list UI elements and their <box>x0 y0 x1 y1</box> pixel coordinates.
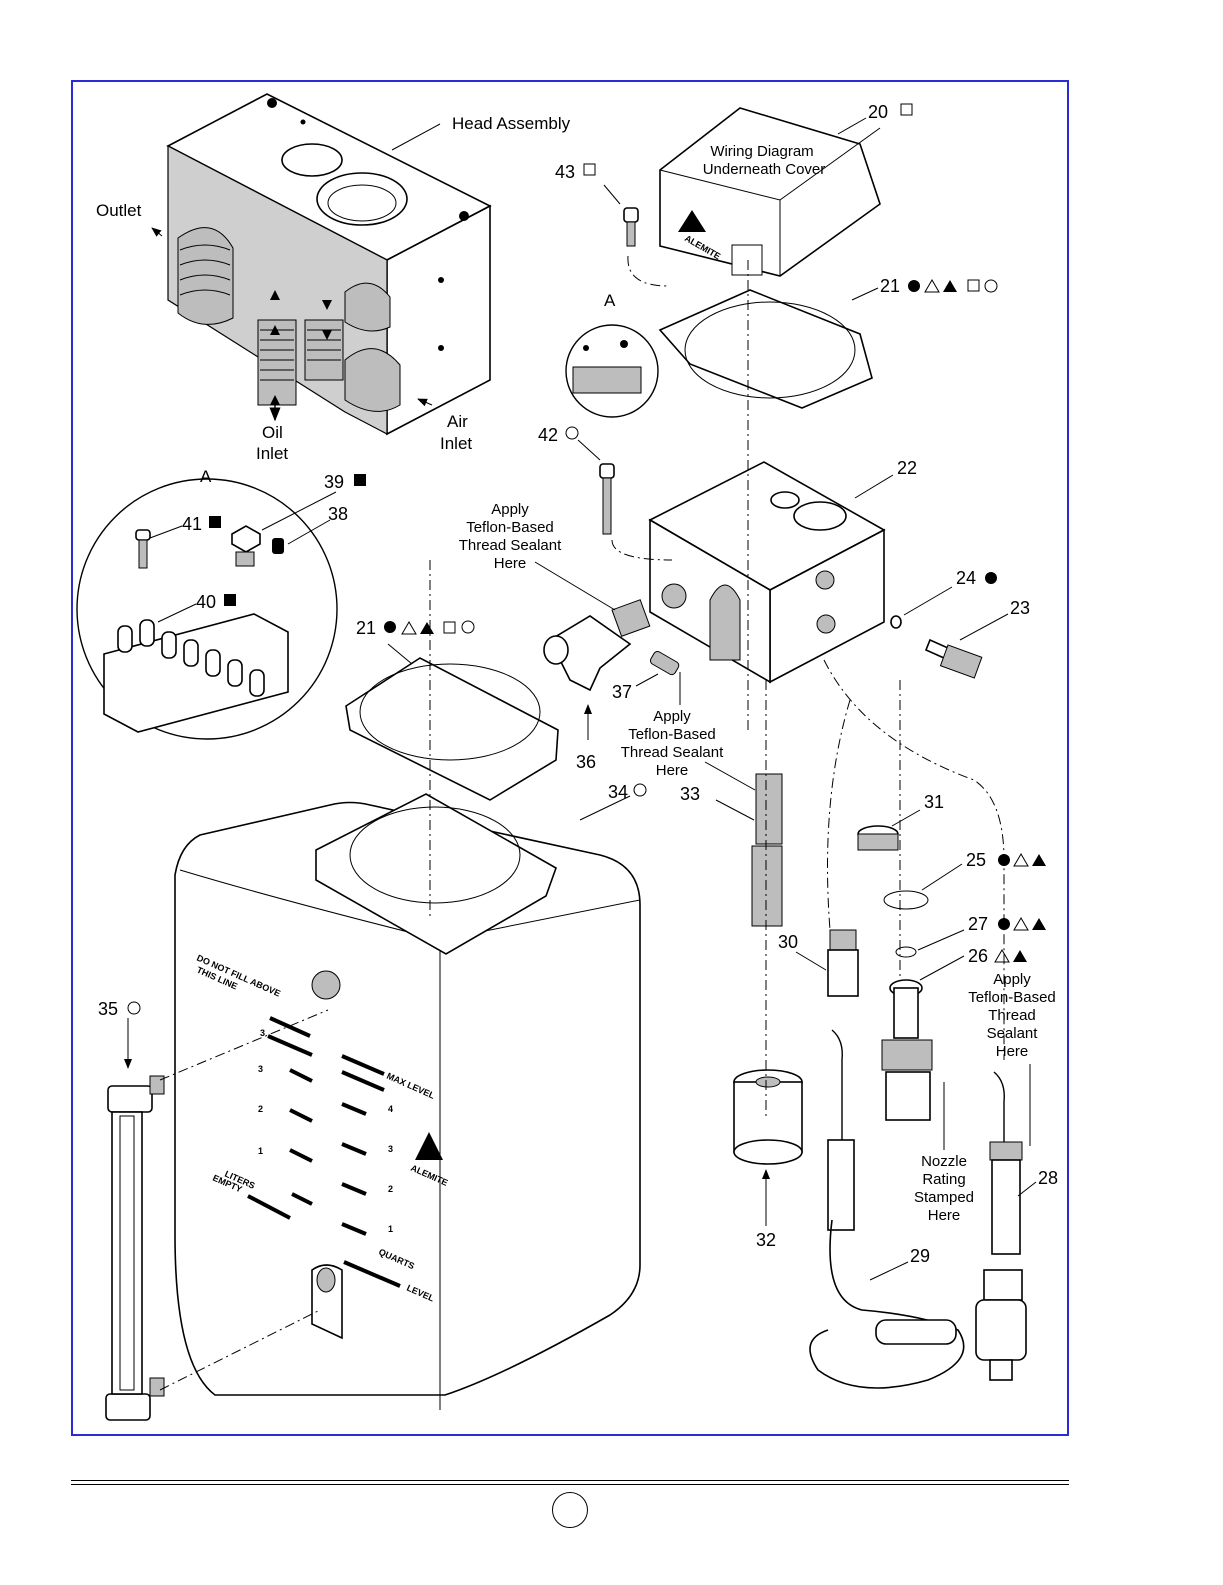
nozzle-l1: Nozzle <box>921 1153 967 1170</box>
apply-2-l2: Teflon-Based <box>628 726 716 743</box>
nozzle-l3: Stamped <box>914 1189 974 1206</box>
part-29: 29 <box>910 1246 930 1266</box>
air-inlet-label-2: Inlet <box>440 434 472 453</box>
plug-part-31 <box>857 825 899 851</box>
gasket-part-21-top <box>658 289 873 409</box>
apply-1-l2: Teflon-Based <box>466 519 554 536</box>
detail-a-top-label: A <box>604 291 616 310</box>
part-38: 38 <box>328 504 348 524</box>
symbols-21-top <box>908 279 998 293</box>
apply-3-l2: Teflon-Based <box>968 989 1056 1006</box>
quart-mark-3: 1 <box>388 1224 393 1234</box>
manifold-block-part-22 <box>648 461 886 684</box>
hose-part-29 <box>809 1029 965 1389</box>
pipe-nipple-part-33 <box>751 773 783 927</box>
liter-mark-0: 3 <box>258 1064 263 1074</box>
quart-mark-1: 3 <box>388 1144 393 1154</box>
part-37: 37 <box>612 682 632 702</box>
part-32: 32 <box>756 1230 776 1250</box>
nozzle-l2: Rating <box>922 1171 965 1188</box>
part-42: 42 <box>538 425 558 445</box>
symbols-26 <box>994 949 1027 963</box>
part-21-lower: 21 <box>356 618 376 638</box>
apply-3-l3: Thread <box>988 1007 1036 1024</box>
quart-mark-0: 4 <box>388 1104 393 1114</box>
sight-gauge-part-35 <box>105 1075 165 1421</box>
oil-inlet-label-1: Oil <box>262 423 283 442</box>
liter-mark-2: 1 <box>258 1146 263 1156</box>
part-20: 20 <box>868 102 888 122</box>
part-27: 27 <box>968 914 988 934</box>
part-41: 41 <box>182 514 202 534</box>
footer-rule-top <box>71 1480 1069 1481</box>
screw-part-43 <box>623 207 639 247</box>
apply-3-l5: Here <box>996 1043 1029 1060</box>
part-40: 40 <box>196 592 216 612</box>
fitting-part-23 <box>924 638 983 679</box>
symbols-21-lower <box>384 620 475 635</box>
tube-assembly-part-28 <box>975 1071 1027 1381</box>
part-31: 31 <box>924 792 944 812</box>
elbow-fitting-part-36 <box>543 599 651 692</box>
liter-mark-1: 2 <box>258 1104 263 1114</box>
head-assembly-cutaway <box>151 93 492 436</box>
apply-3-l4: Sealant <box>987 1025 1039 1042</box>
detail-a-small <box>565 324 659 418</box>
apply-2-l3: Thread Sealant <box>621 744 724 761</box>
apply-1-l3: Thread Sealant <box>459 537 562 554</box>
level-marks <box>247 1016 401 1288</box>
quart-mark-2: 2 <box>388 1184 393 1194</box>
liter-mark-top: 3 <box>260 1028 265 1038</box>
part-35: 35 <box>98 999 118 1019</box>
part-21-top: 21 <box>880 276 900 296</box>
reservoir-tank-part-34 <box>174 793 641 1410</box>
detail-a-large <box>76 478 338 740</box>
diagram-frame <box>71 80 1069 1436</box>
nozzle-part-26 <box>881 979 933 1121</box>
part-23: 23 <box>1010 598 1030 618</box>
gasket-part-21-lower <box>345 657 559 801</box>
apply-3-l1: Apply <box>993 971 1031 988</box>
oring-part-27 <box>895 946 917 958</box>
part-36: 36 <box>576 752 596 772</box>
head-assembly-label: Head Assembly <box>452 114 571 133</box>
nipple-part-37 <box>649 650 680 676</box>
page-number-circle <box>552 1492 588 1528</box>
apply-1-l1: Apply <box>491 501 529 518</box>
part-26: 26 <box>968 946 988 966</box>
wiring-diagram-label-2: Underneath Cover <box>703 161 826 178</box>
part-30: 30 <box>778 932 798 952</box>
strainer-part-32 <box>733 1069 803 1165</box>
part-34: 34 <box>608 782 628 802</box>
detail-a-left-label: A <box>200 467 212 486</box>
wiring-diagram-label-1: Wiring Diagram <box>710 143 813 160</box>
part-28: 28 <box>1038 1168 1058 1188</box>
part-25: 25 <box>966 850 986 870</box>
part-33: 33 <box>680 784 700 804</box>
oil-inlet-label-2: Inlet <box>256 444 288 463</box>
apply-2-l4: Here <box>656 762 689 779</box>
symbols-25 <box>998 853 1046 867</box>
apply-1-l4: Here <box>494 555 527 572</box>
nozzle-l4: Here <box>928 1207 961 1224</box>
connector-part-30 <box>827 929 859 997</box>
part-24: 24 <box>956 568 976 588</box>
part-22: 22 <box>897 458 917 478</box>
screw-part-42 <box>599 463 615 535</box>
apply-2-l1: Apply <box>653 708 691 725</box>
footer-rule-bottom <box>71 1484 1069 1485</box>
oring-part-25 <box>883 890 929 910</box>
outlet-label: Outlet <box>96 201 142 220</box>
part-43: 43 <box>555 162 575 182</box>
air-inlet-label-1: Air <box>447 412 468 431</box>
part-39: 39 <box>324 472 344 492</box>
oring-part-24 <box>890 615 902 629</box>
symbols-27 <box>998 917 1046 931</box>
wiring-cover-part-20 <box>659 107 881 277</box>
assembly-center-lines <box>159 255 1005 1391</box>
